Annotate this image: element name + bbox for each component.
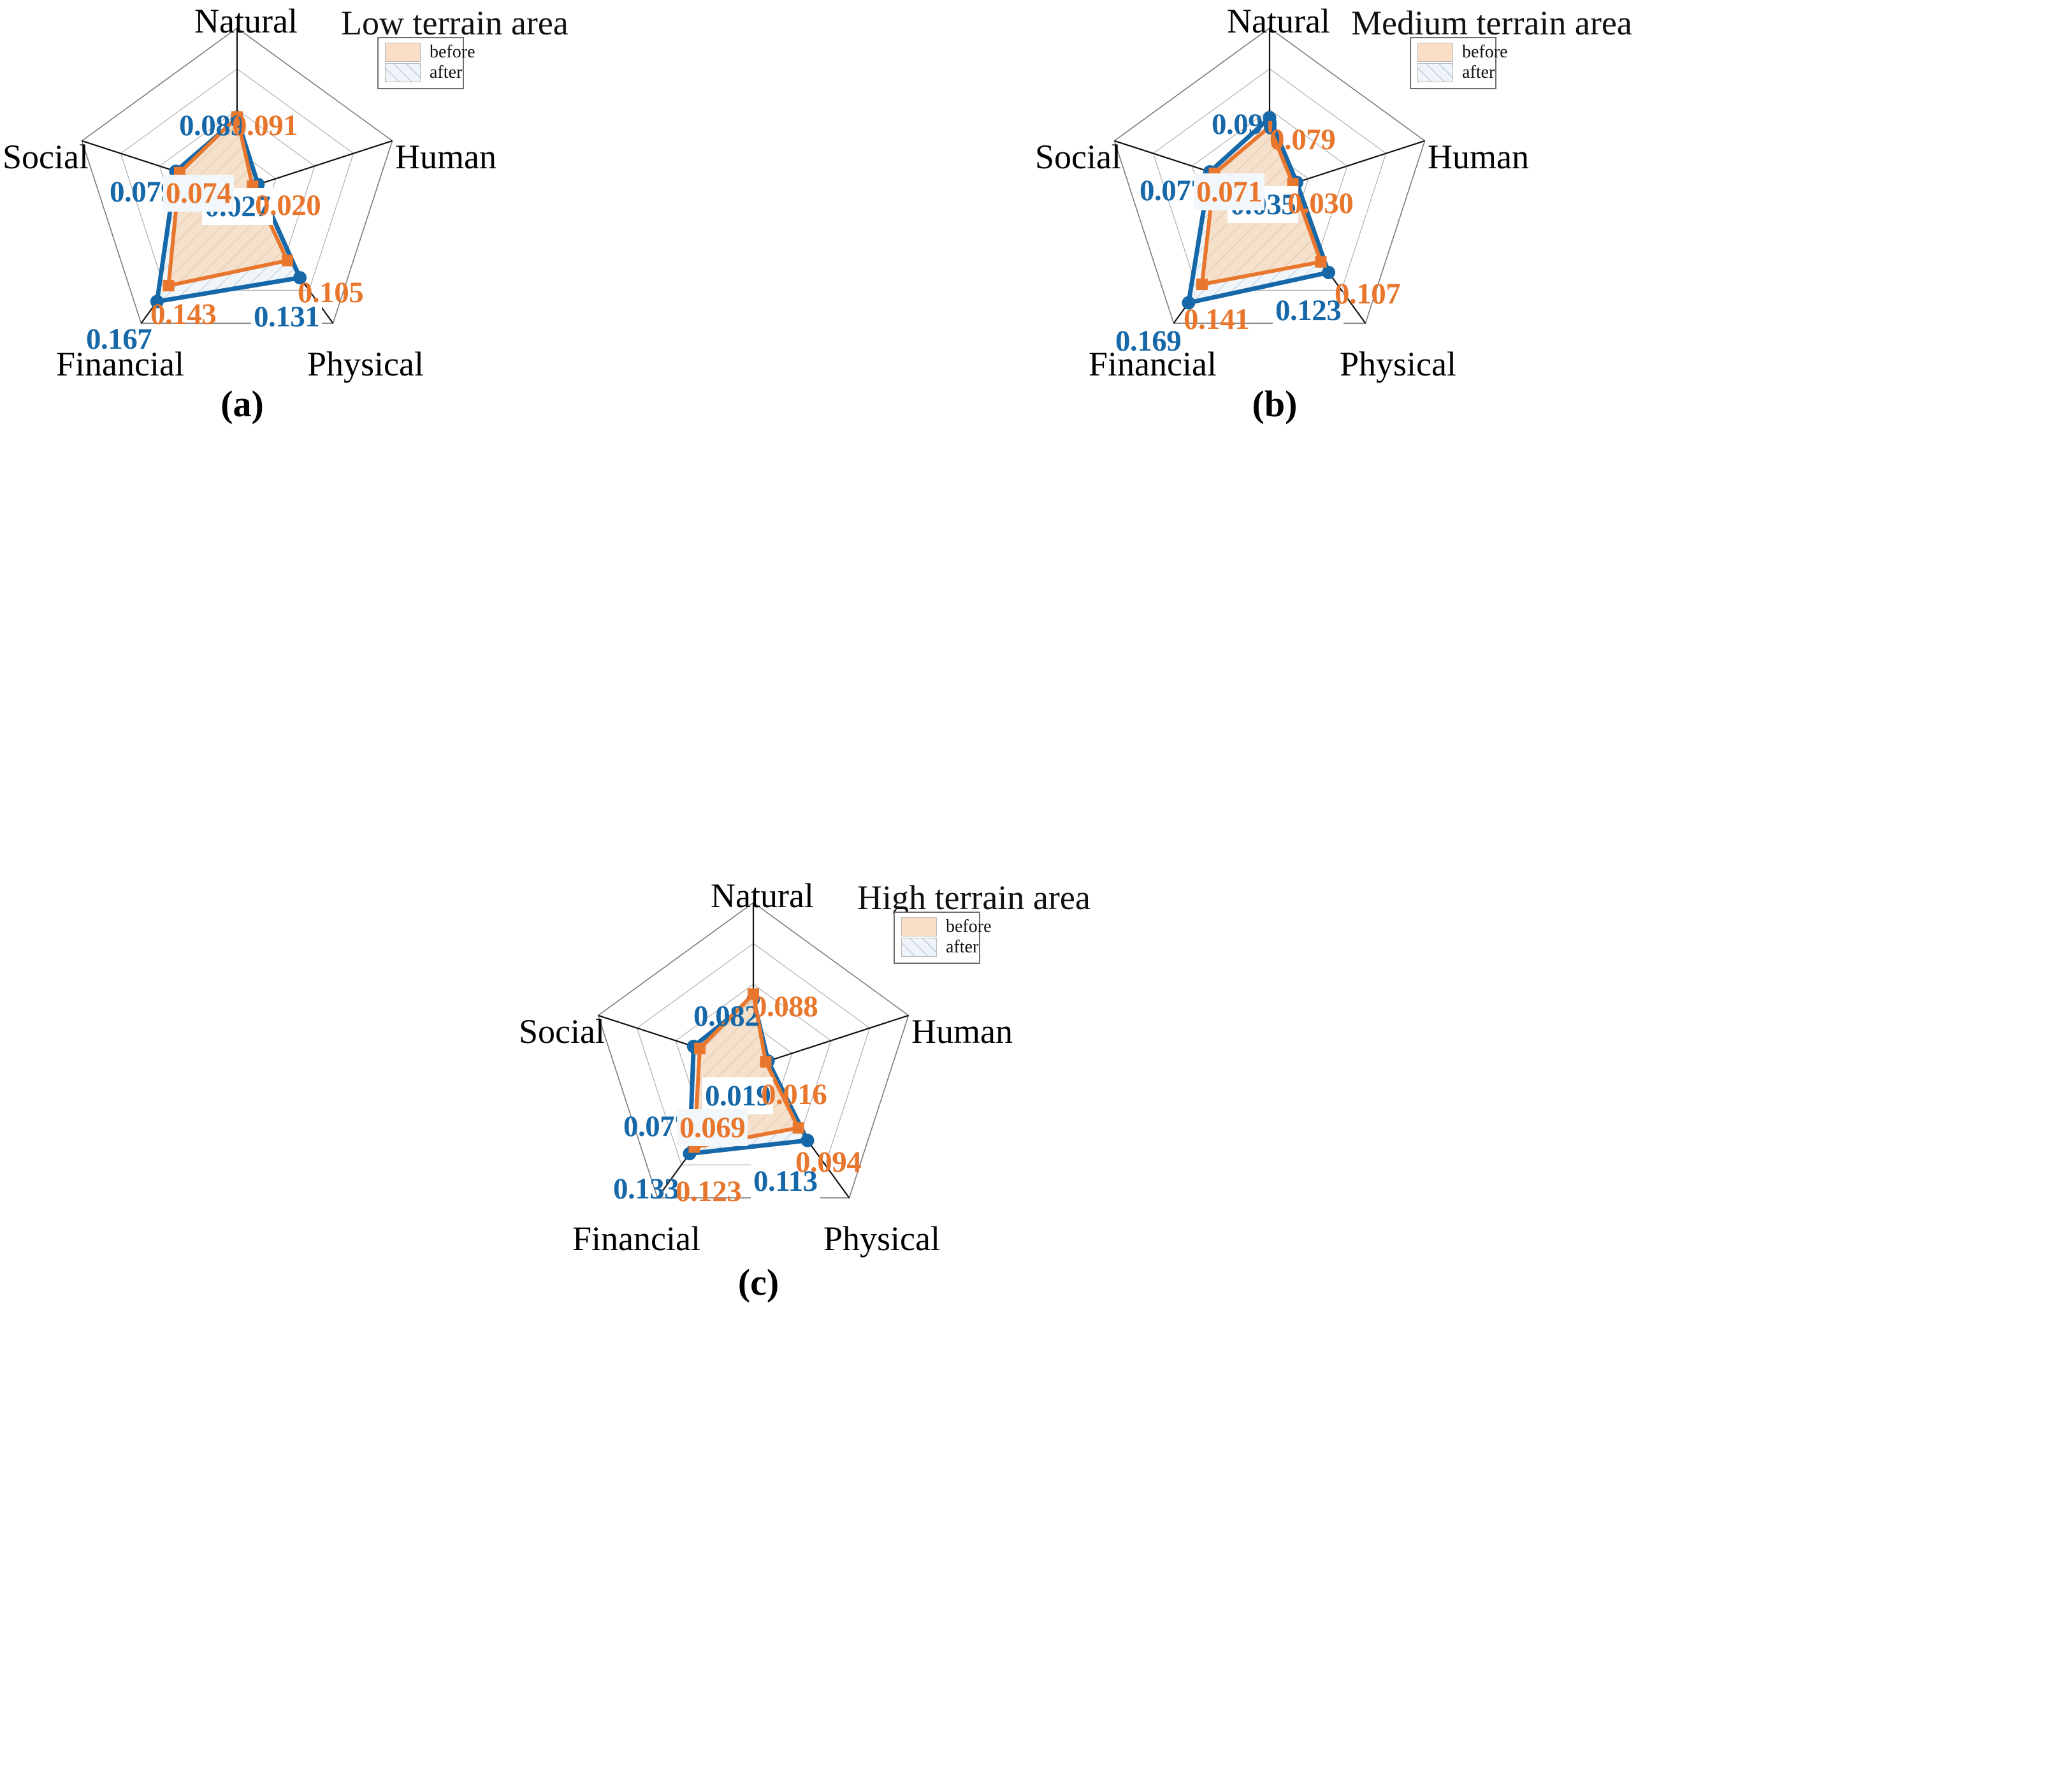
value-before-natural-a: 0.091	[232, 109, 298, 142]
value-before-social-c: 0.069	[677, 1109, 748, 1146]
legend-row-before-b[interactable]: before	[1417, 42, 1508, 62]
axis-label-financial-a: Financial	[56, 345, 184, 383]
data-point-before	[792, 1122, 804, 1134]
legend-label-after-a: after	[430, 62, 463, 82]
data-point-before	[760, 1056, 772, 1068]
radar-panel-c: Natural Human Physical Financial Social …	[516, 875, 1511, 1716]
value-before-human-c: 0.016	[761, 1078, 827, 1111]
axis-label-human-a: Human	[395, 138, 496, 176]
axis-label-natural-a: Natural	[194, 2, 298, 40]
axis-label-social-b: Social	[1035, 138, 1121, 176]
data-point-before	[1264, 120, 1275, 133]
legend-label-before-a: before	[430, 42, 475, 62]
legend-title-c: High terrain area	[857, 878, 1090, 917]
data-point-before	[163, 280, 175, 292]
legend-label-before-c: before	[946, 917, 992, 936]
value-after-physical-c: 0.113	[751, 1163, 820, 1200]
radar-chart-a	[81, 27, 393, 324]
legend-label-after-b: after	[1462, 62, 1495, 82]
legend-row-after-c[interactable]: after	[901, 937, 978, 957]
data-point-after	[801, 1133, 815, 1147]
subplot-caption-a: (a)	[221, 383, 264, 425]
data-point-after	[150, 295, 164, 309]
legend-title-a: Low terrain area	[341, 4, 569, 42]
legend-row-before-c[interactable]: before	[901, 917, 992, 937]
legend-box-c: before after	[894, 912, 992, 964]
legend-swatch-after-c	[901, 938, 937, 957]
value-before-natural-b: 0.079	[1270, 123, 1336, 156]
legend-row-after-b[interactable]: after	[1417, 62, 1495, 83]
legend-row-before-a[interactable]: before	[385, 42, 475, 62]
axis-label-physical-c: Physical	[823, 1219, 940, 1258]
axis-label-financial-b: Financial	[1089, 345, 1217, 383]
value-before-natural-c: 0.088	[752, 990, 818, 1023]
data-point-before	[281, 254, 293, 266]
value-after-natural-a: 0.089	[179, 109, 245, 142]
data-point-before	[1315, 256, 1327, 268]
value-after-physical-a: 0.131	[251, 298, 322, 335]
legend-row-after-a[interactable]: after	[385, 62, 462, 83]
legend-label-after-c: after	[946, 937, 979, 957]
value-after-financial-c: 0.133	[613, 1172, 679, 1205]
axis-label-social-a: Social	[3, 138, 89, 176]
data-point-after	[1322, 265, 1336, 279]
axis-label-financial-c: Financial	[572, 1219, 700, 1258]
axis-label-physical-a: Physical	[307, 345, 424, 383]
legend-swatch-before-a	[385, 43, 421, 62]
legend-label-before-b: before	[1462, 42, 1508, 62]
value-before-social-b: 0.071	[1194, 173, 1265, 210]
axis-label-social-c: Social	[519, 1012, 605, 1051]
data-point-after	[1182, 296, 1196, 310]
axis-label-human-c: Human	[911, 1012, 1013, 1051]
value-after-financial-a: 0.167	[86, 323, 152, 356]
subplot-caption-b: (b)	[1252, 383, 1298, 425]
legend-title-b: Medium terrain area	[1351, 4, 1632, 42]
radar-panel-b: Natural Human Physical Financial Social …	[1032, 0, 2027, 829]
data-point-before	[1196, 279, 1208, 291]
value-before-physical-a: 0.105	[298, 276, 364, 309]
data-point-before	[231, 111, 243, 123]
value-before-human-b: 0.030	[1287, 187, 1354, 220]
radar-chart-b	[1113, 27, 1426, 324]
subplot-caption-c: (c)	[737, 1262, 779, 1303]
value-before-human-a: 0.020	[255, 189, 321, 222]
value-before-social-a: 0.074	[163, 175, 235, 212]
value-after-physical-b: 0.123	[1273, 292, 1344, 329]
value-before-physical-c: 0.094	[795, 1146, 862, 1179]
value-after-financial-b: 0.169	[1115, 324, 1182, 358]
legend-swatch-before-c	[901, 917, 937, 936]
value-after-human-c: 0.019	[702, 1077, 774, 1114]
axis-label-human-b: Human	[1428, 138, 1529, 176]
legend-swatch-after-a	[385, 63, 421, 82]
legend-box-b: before after	[1410, 37, 1508, 89]
axis-label-physical-b: Physical	[1340, 345, 1456, 383]
value-before-financial-c: 0.123	[676, 1175, 742, 1208]
legend-swatch-before-b	[1417, 43, 1453, 62]
value-before-financial-a: 0.143	[150, 298, 217, 331]
radar-chart-c	[597, 902, 909, 1198]
value-after-natural-b: 0.090	[1212, 108, 1278, 141]
data-point-after	[293, 271, 307, 285]
value-before-financial-b: 0.141	[1184, 303, 1250, 336]
legend-box-a: before after	[377, 37, 475, 89]
data-point-before	[694, 1042, 706, 1054]
value-after-natural-c: 0.082	[693, 1000, 760, 1033]
data-point-before	[748, 988, 759, 1000]
legend-swatch-after-b	[1417, 63, 1453, 82]
axis-label-natural-c: Natural	[711, 877, 814, 915]
value-before-physical-b: 0.107	[1335, 277, 1401, 310]
axis-label-natural-b: Natural	[1227, 2, 1330, 40]
radar-panel-a: Natural Human Physical Financial Social …	[0, 0, 994, 829]
